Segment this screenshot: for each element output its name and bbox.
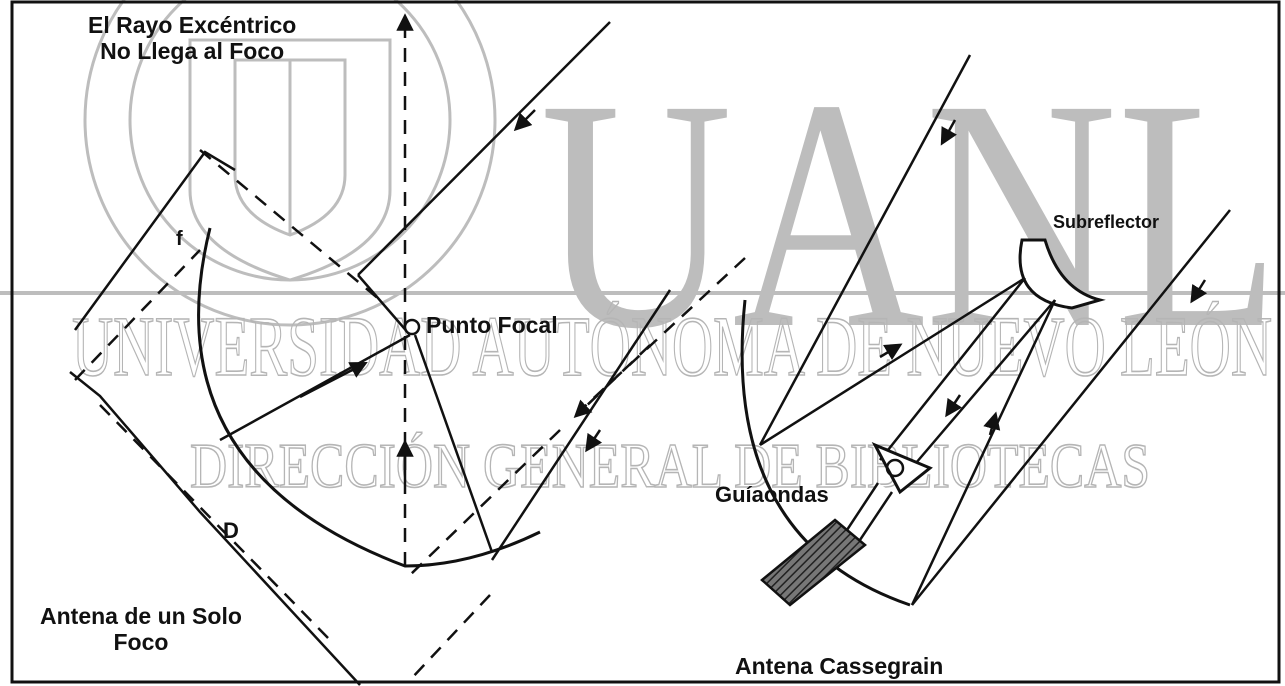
cassegrain-incoming-1 (758, 54, 972, 446)
cassegrain-main-reflector (740, 299, 911, 607)
incoming-ray-1 (357, 21, 611, 276)
incoming-ray-1b (357, 274, 411, 336)
eccentric-ray-line1: El Rayo Excéntrico (88, 12, 297, 38)
cassegrain-arrow-2 (1190, 279, 1208, 304)
cassegrain-arrow-5 (983, 411, 1001, 436)
aperture-dashed-6 (409, 594, 491, 681)
aperture-dashed-5 (569, 257, 746, 421)
cassegrain-antenna (740, 54, 1231, 607)
eccentric-ray-line2: No Llega al Foco (100, 38, 285, 65)
cassegrain-arrow-1 (940, 119, 957, 146)
cassegrain-arrow-4 (945, 394, 963, 418)
focal-point-marker (403, 318, 421, 336)
cassegrain-ray-to-sub-2 (910, 299, 1057, 606)
incoming-ray-2 (490, 289, 672, 561)
watermark-direction: DIRECCIÓN GENERAL DE BIBLIOTECAS (190, 430, 1150, 501)
aperture-dashed-2 (199, 149, 381, 301)
feed-horn-aperture (885, 458, 905, 478)
single-focus-caption-line1: Antena de un Solo (40, 603, 242, 629)
watermark: UANL UNIVERSIDAD AUTÓNOMA DE NUEVO LEÓN … (0, 0, 1285, 502)
reflected-ray-1 (219, 333, 411, 442)
eccentric-ray-label: El Rayo Excéntrico No Llega al Foco (88, 12, 296, 65)
single-focus-caption: Antena de un Solo Foco (40, 603, 242, 656)
frame (10, 0, 1281, 684)
reflected-ray-1-arrow (299, 361, 368, 399)
aperture-dashed-1 (74, 249, 201, 381)
diameter-bracket (69, 371, 361, 686)
watermark-letters: UANL (540, 32, 1280, 397)
waveguide-hatched-section (760, 518, 867, 607)
watermark-university: UNIVERSIDAD AUTÓNOMA DE NUEVO LEÓN (72, 298, 1272, 394)
aperture-dashed-arrow (573, 344, 651, 419)
university-seal (83, 0, 497, 327)
focal-length-mark: f (176, 228, 183, 250)
aperture-dashed-3 (99, 404, 331, 641)
incoming-arrow-1 (513, 109, 536, 132)
single-focus-antenna (69, 13, 746, 686)
focal-point-label: Punto Focal (426, 312, 558, 338)
cassegrain-arrow-3 (879, 343, 903, 361)
cassegrain-incoming-2 (911, 209, 1231, 606)
focal-length-bracket (73, 150, 236, 331)
cassegrain-caption: Antena Cassegrain (735, 653, 944, 679)
cassegrain-ray-to-feed-2 (909, 299, 1056, 471)
main-reflector (197, 227, 541, 568)
subreflector-label: Subreflector (1053, 212, 1160, 232)
cassegrain-ray-to-feed-1 (879, 277, 1026, 461)
cassegrain-ray-to-sub-1 (759, 276, 1026, 447)
diameter-mark: D (223, 518, 239, 543)
single-focus-caption-line2: Foco (113, 629, 169, 656)
incoming-arrow-2 (585, 429, 603, 453)
aperture-dashed-4 (409, 429, 561, 576)
subreflector-shape (1018, 238, 1106, 310)
reflected-ray-2 (413, 334, 494, 553)
waveguide-label: Guíaondas (715, 482, 829, 507)
